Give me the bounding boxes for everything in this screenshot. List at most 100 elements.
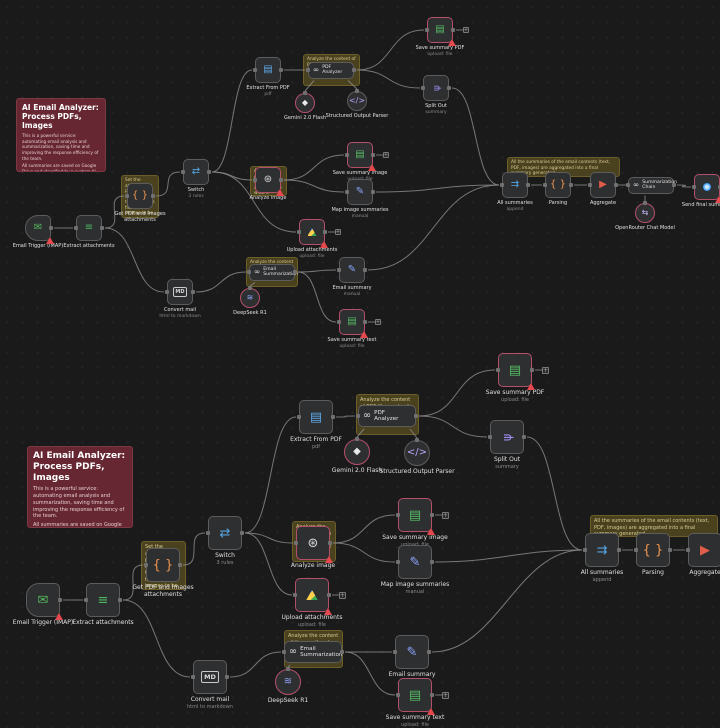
node-body[interactable] <box>692 174 720 203</box>
node-trigger[interactable]: ✉Email Trigger (IMAP) <box>1 583 85 627</box>
node-code[interactable]: { }Get PDF and Images attachments <box>121 548 205 599</box>
node-aggregate[interactable]: ▶Aggregate <box>663 533 720 577</box>
connection[interactable] <box>244 532 294 544</box>
node-aggregate[interactable]: ▶Aggregate <box>561 172 645 207</box>
node-gemini[interactable]: ◆Gemini 2.0 Flash <box>315 437 399 475</box>
node-trigger[interactable]: ✉Email Trigger (IMAP) <box>0 215 80 250</box>
node-save-img[interactable]: ▤Save summary imageupload: file <box>318 142 402 183</box>
connection[interactable] <box>356 69 421 89</box>
connection[interactable] <box>344 651 396 696</box>
connection[interactable] <box>211 69 253 173</box>
node-chain[interactable]: ∞Summarization Chain <box>609 176 693 194</box>
connection[interactable] <box>122 564 144 601</box>
connection[interactable] <box>332 542 396 563</box>
node-body[interactable]: ⇉ <box>500 172 530 198</box>
node-email-summ[interactable]: ∞Email Summarization <box>271 641 355 663</box>
connection[interactable] <box>155 171 181 197</box>
connection[interactable] <box>283 179 345 193</box>
add-node-endpoint[interactable]: + <box>383 152 389 158</box>
node-body[interactable] <box>297 219 328 248</box>
node-save-img[interactable]: ▤Save summary imageupload: file <box>373 498 457 548</box>
connection[interactable] <box>434 549 583 563</box>
node-sop[interactable]: </>Structured Output Parser <box>315 89 399 120</box>
node-body[interactable]: </> <box>404 438 430 466</box>
connection[interactable] <box>335 415 356 418</box>
node-body[interactable]: ∞Email Summarization <box>247 263 298 281</box>
connection[interactable] <box>297 271 337 323</box>
node-body[interactable]: ≡ <box>84 583 122 617</box>
connection[interactable] <box>211 171 297 233</box>
add-node-endpoint[interactable]: + <box>442 511 449 519</box>
sticky-note-final[interactable]: All the summaries of the email contents … <box>590 515 718 537</box>
node-deepseek[interactable]: ≋DeepSeek R1 <box>246 667 330 705</box>
node-body[interactable]: MD <box>191 660 229 694</box>
node-body[interactable]: ⋔ <box>488 420 526 454</box>
node-body[interactable]: ⇉ <box>583 533 621 567</box>
node-extract-att[interactable]: ≡Extract attachments <box>47 215 131 250</box>
node-body[interactable]: ⊛ <box>253 167 284 196</box>
connection[interactable] <box>332 514 396 544</box>
node-parsing[interactable]: { }Parsing <box>516 172 600 207</box>
node-body[interactable] <box>293 578 332 615</box>
node-deepseek[interactable]: ≋DeepSeek R1 <box>208 286 292 317</box>
node-body[interactable]: ✉ <box>26 583 63 620</box>
node-body[interactable]: ✎ <box>393 635 431 669</box>
add-node-endpoint[interactable]: + <box>542 366 549 374</box>
node-body[interactable]: </> <box>347 89 367 111</box>
sub-node-connection[interactable] <box>249 282 256 287</box>
node-body[interactable]: ⇆ <box>635 201 655 223</box>
node-body[interactable]: ∞Summarization Chain <box>626 176 677 194</box>
node-body[interactable]: ▤ <box>337 309 368 338</box>
node-body[interactable]: ▤ <box>396 498 435 535</box>
sub-node-connection[interactable] <box>287 664 291 668</box>
node-body[interactable]: { } <box>144 548 182 582</box>
node-final[interactable]: Send final summary <box>665 174 720 209</box>
node-body[interactable]: { } <box>125 183 155 209</box>
connection[interactable] <box>244 532 293 596</box>
connection[interactable] <box>297 269 337 273</box>
connection[interactable] <box>244 416 297 534</box>
connection[interactable] <box>195 271 247 293</box>
node-body[interactable]: ∞PDF Analyzer <box>356 405 418 427</box>
node-parsing[interactable]: { }Parsing <box>611 533 695 577</box>
connection[interactable] <box>104 195 125 229</box>
node-body[interactable]: ▤ <box>396 678 435 715</box>
node-body[interactable]: ✉ <box>25 215 54 244</box>
add-node-endpoint[interactable]: + <box>375 319 381 325</box>
add-node-endpoint[interactable]: + <box>339 591 346 599</box>
node-body[interactable]: ▤ <box>253 57 283 83</box>
sub-node-connection[interactable] <box>347 80 358 90</box>
connection[interactable] <box>356 29 425 71</box>
connection[interactable] <box>431 549 583 653</box>
node-gemini[interactable]: ◆Gemini 2.0 Flash <box>263 91 347 122</box>
connection[interactable] <box>229 651 282 678</box>
node-body[interactable]: { } <box>634 533 672 567</box>
node-pdf-analyzer[interactable]: ∞PDF Analyzer <box>345 405 429 427</box>
node-body[interactable]: ⊛ <box>294 526 333 563</box>
connection[interactable] <box>122 599 191 678</box>
node-extract-att[interactable]: ≡Extract attachments <box>61 583 145 627</box>
node-body[interactable]: ≡ <box>74 215 104 241</box>
add-node-endpoint[interactable]: + <box>442 691 449 699</box>
node-body[interactable]: ⋔ <box>421 75 451 101</box>
node-analyze-img[interactable]: ⊛Analyze image <box>271 526 355 570</box>
connection[interactable] <box>182 532 206 566</box>
connection[interactable] <box>418 415 488 438</box>
